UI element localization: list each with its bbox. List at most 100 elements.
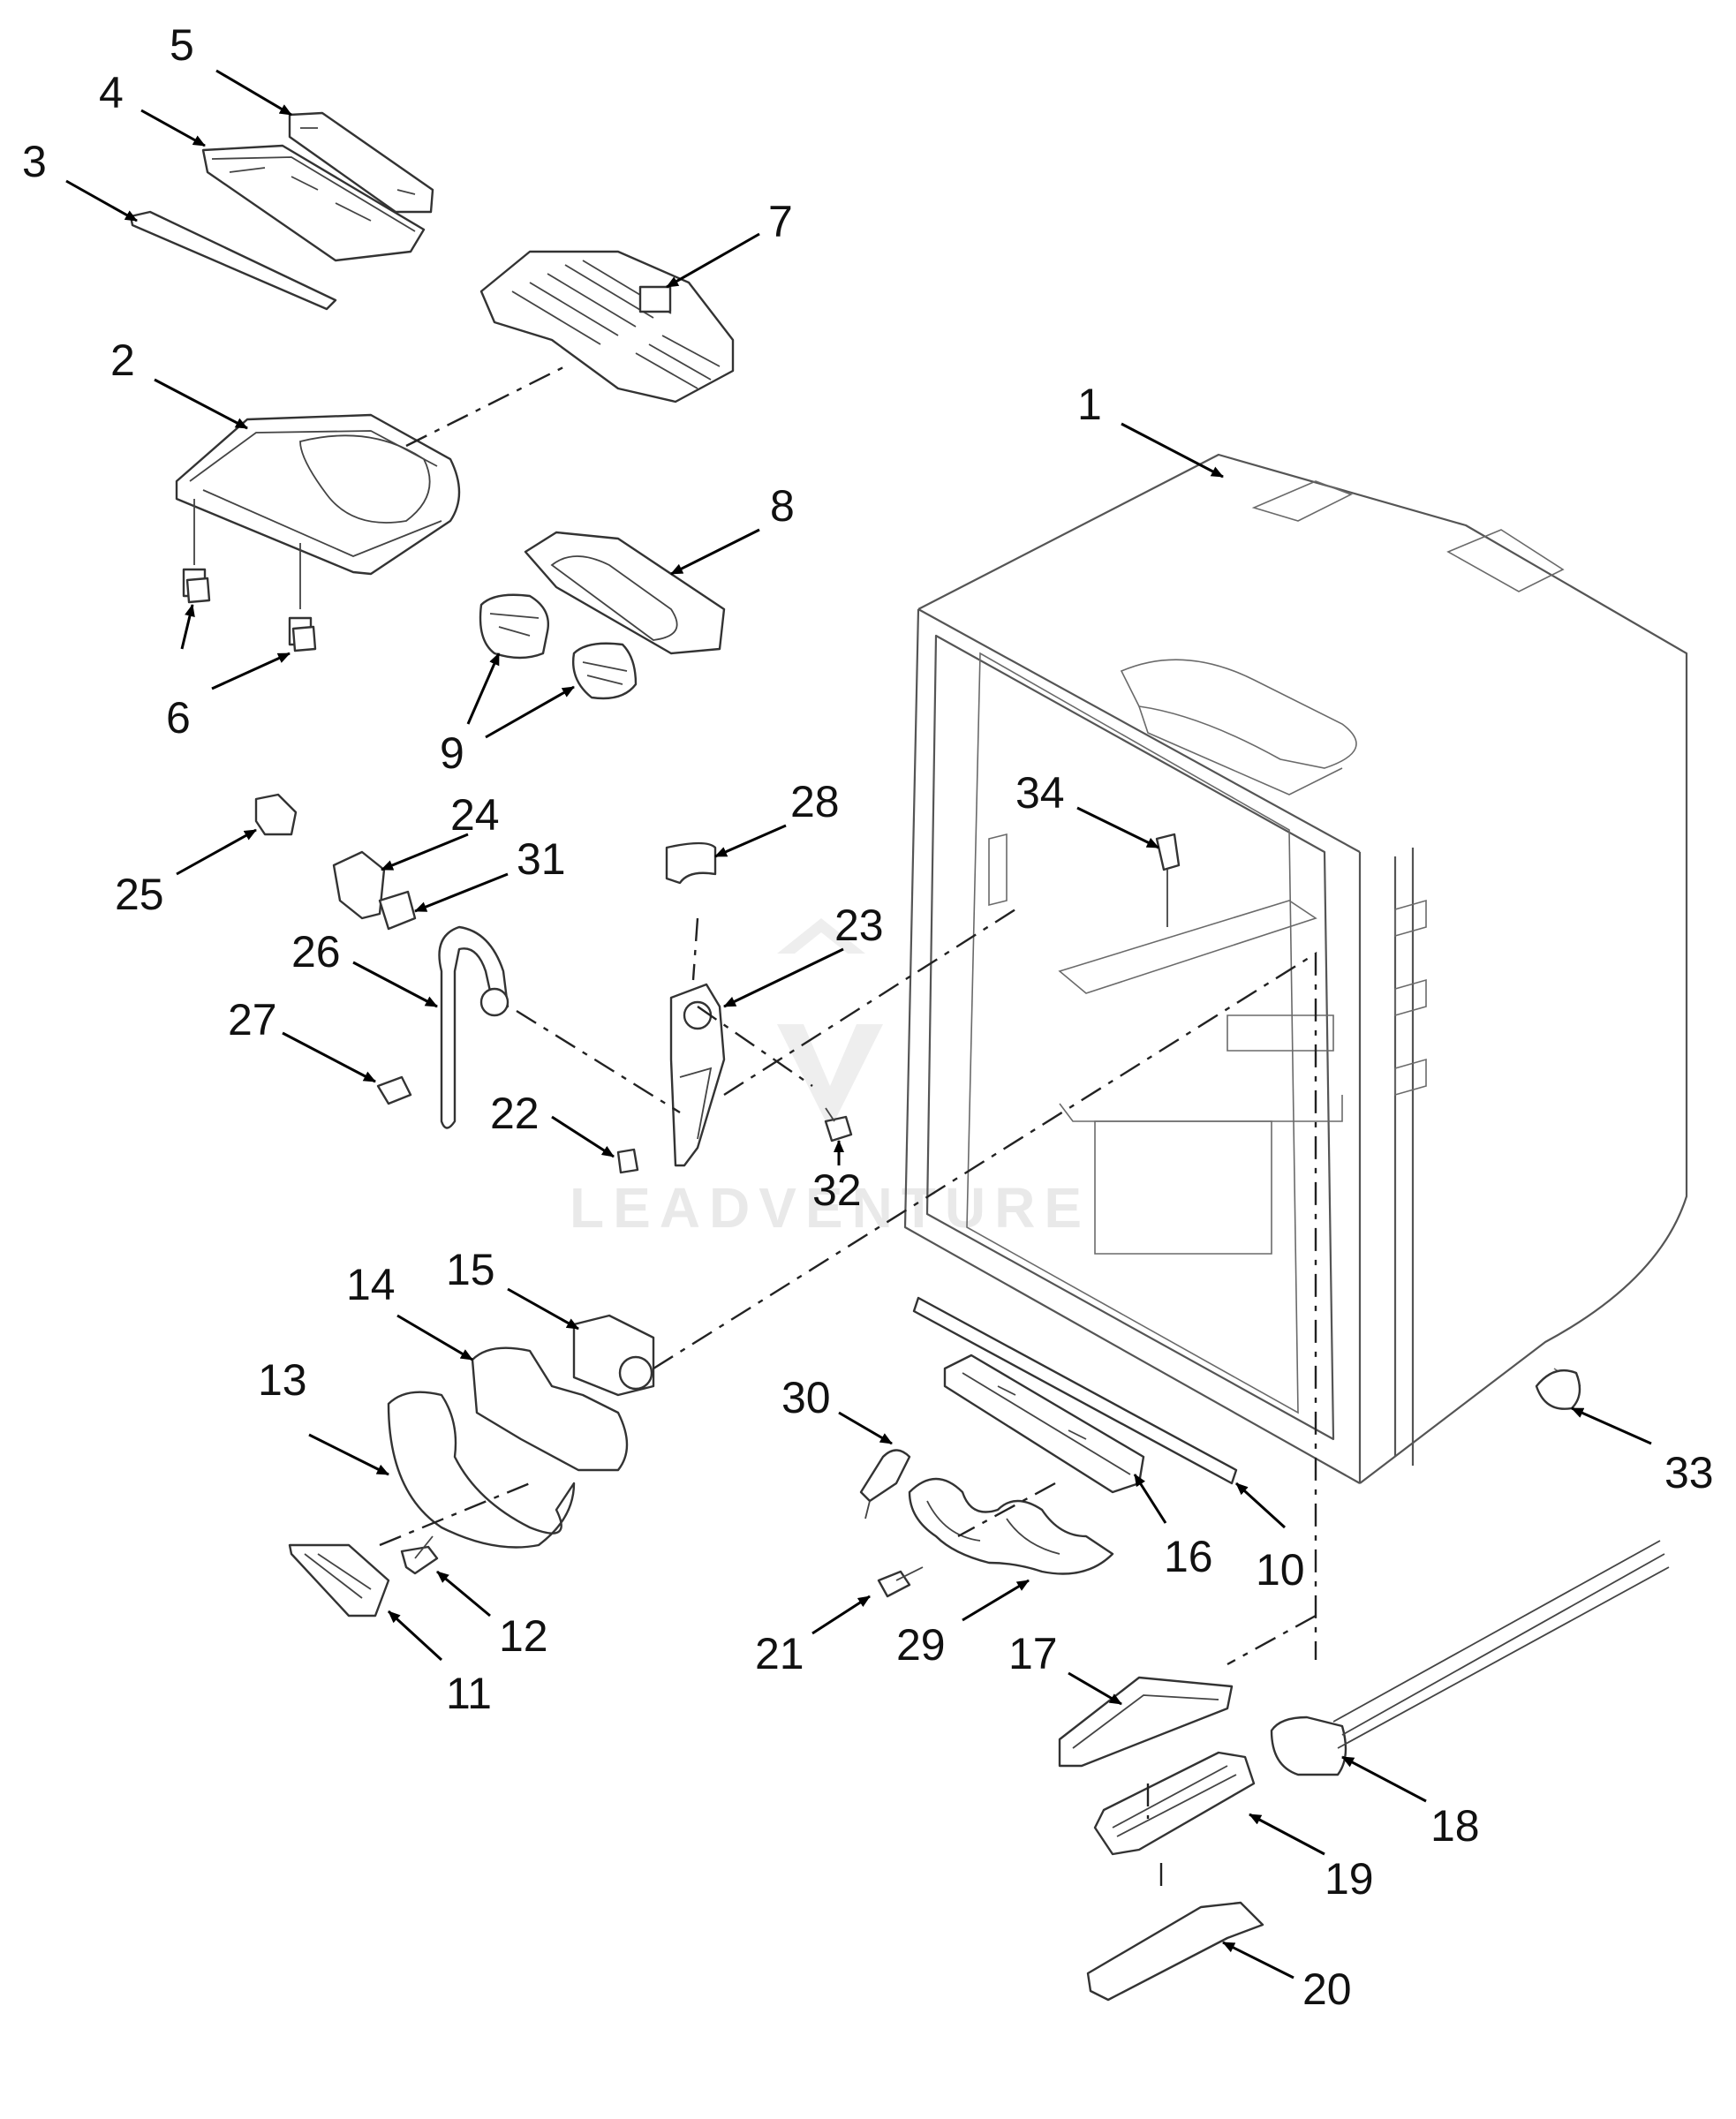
part-29-heater-tube — [908, 1477, 1114, 1575]
callout-32: 32 — [812, 1165, 862, 1215]
leader-34 — [1076, 806, 1159, 849]
part-26-water-tube — [438, 925, 509, 1129]
leader-4 — [140, 109, 206, 147]
part-15-dispenser-motor — [572, 1314, 655, 1397]
part-5-cover-plate — [288, 111, 434, 214]
leader-5 — [215, 69, 292, 117]
callout-17: 17 — [1008, 1629, 1058, 1678]
leader-9a — [466, 652, 501, 725]
callout-33: 33 — [1664, 1448, 1714, 1497]
leader-27 — [282, 1031, 376, 1083]
callout-24: 24 — [450, 790, 500, 840]
leader-29 — [962, 1579, 1030, 1622]
leader-16 — [1133, 1474, 1167, 1524]
leader-10 — [1234, 1482, 1287, 1529]
callout-4: 4 — [99, 68, 124, 117]
callout-31: 31 — [517, 834, 566, 884]
leader-22 — [551, 1115, 615, 1158]
callout-1: 1 — [1077, 380, 1102, 429]
leader-12 — [436, 1570, 491, 1618]
leader-13 — [308, 1433, 389, 1476]
callout-14: 14 — [346, 1260, 396, 1309]
leader-25 — [176, 828, 257, 876]
callout-10: 10 — [1256, 1545, 1305, 1595]
leader-9b — [485, 685, 575, 739]
part-19-water-filter — [1093, 1751, 1256, 1856]
callout-11: 11 — [446, 1669, 492, 1718]
callout-29: 29 — [896, 1620, 946, 1670]
part-7-air-diffuser — [479, 250, 735, 403]
callout-6: 6 — [166, 693, 191, 743]
part-34-sensor — [1155, 833, 1181, 927]
part-31-switch-cover — [378, 890, 417, 931]
part-24-mounting-bracket — [332, 850, 386, 920]
callout-34: 34 — [1015, 768, 1065, 818]
part-33-leveling-foot — [1535, 1369, 1581, 1410]
leader-28 — [714, 824, 787, 858]
callout-numbers: 1 2 3 4 5 6 7 8 9 10 11 12 13 14 15 16 1… — [22, 20, 1714, 2014]
watermark: LEADVENTURE — [570, 918, 1091, 1240]
part-12-screw — [400, 1535, 439, 1575]
leader-19 — [1249, 1813, 1325, 1856]
leader-26 — [352, 961, 438, 1008]
leader-7 — [666, 232, 760, 289]
callout-25: 25 — [115, 870, 164, 919]
callout-30: 30 — [781, 1373, 831, 1422]
callout-16: 16 — [1164, 1532, 1213, 1581]
part-13-dispenser-handle — [387, 1391, 576, 1549]
leader-31 — [414, 872, 509, 913]
leader-20 — [1222, 1941, 1294, 1979]
callout-23: 23 — [834, 901, 884, 950]
callout-12: 12 — [499, 1611, 548, 1661]
part-17-filter-housing — [1058, 1676, 1234, 1768]
leader-1 — [1121, 422, 1224, 479]
part-27-clip — [376, 1075, 412, 1105]
part-22-clip — [616, 1148, 639, 1174]
leader-2 — [154, 378, 248, 430]
callout-13: 13 — [258, 1355, 307, 1405]
part-25-switch — [254, 793, 298, 836]
part-4-control-bracket — [201, 144, 426, 262]
callout-7: 7 — [768, 197, 793, 246]
part-18-filter-head — [1270, 1540, 1670, 1776]
watermark-text: LEADVENTURE — [570, 1176, 1091, 1240]
callout-19: 19 — [1325, 1854, 1374, 1904]
callout-5: 5 — [170, 20, 194, 70]
part-23-dispenser-chute — [669, 983, 726, 1167]
part-21-screw — [877, 1566, 924, 1598]
leader-11 — [387, 1610, 443, 1662]
callout-26: 26 — [291, 927, 341, 977]
assembly-lines — [379, 365, 1317, 1889]
watermark-logo — [777, 918, 883, 1130]
leader-33 — [1571, 1406, 1652, 1445]
part-32-screw — [824, 1107, 853, 1142]
part-20-filter-cover — [1086, 1901, 1264, 2002]
leader-3 — [65, 179, 138, 222]
callout-20: 20 — [1302, 1964, 1352, 2014]
callout-21: 21 — [755, 1629, 804, 1678]
part-30-tube-assembly — [859, 1449, 911, 1519]
leader-6a — [180, 604, 195, 650]
part-8-air-tower — [524, 531, 726, 655]
callout-8: 8 — [770, 481, 795, 531]
part-6-light-socket — [185, 577, 317, 652]
part-3-trim-strip — [129, 210, 337, 311]
callout-28: 28 — [790, 777, 840, 826]
callout-2: 2 — [110, 336, 135, 385]
callout-9: 9 — [440, 728, 464, 778]
part-10-seal-strip — [912, 1296, 1238, 1485]
leader-30 — [838, 1411, 893, 1445]
leader-24 — [381, 833, 469, 871]
callout-15: 15 — [446, 1245, 495, 1294]
leader-17 — [1068, 1671, 1122, 1706]
callout-leaders — [65, 69, 1652, 1979]
leader-14 — [396, 1314, 473, 1361]
part-11-trim-piece — [288, 1543, 390, 1618]
callout-22: 22 — [490, 1089, 540, 1138]
part-9-damper-control — [479, 593, 638, 700]
leader-6b — [211, 652, 291, 690]
leader-23 — [723, 947, 844, 1008]
part-14-dispenser-upper — [471, 1346, 629, 1472]
leader-15 — [507, 1287, 579, 1331]
